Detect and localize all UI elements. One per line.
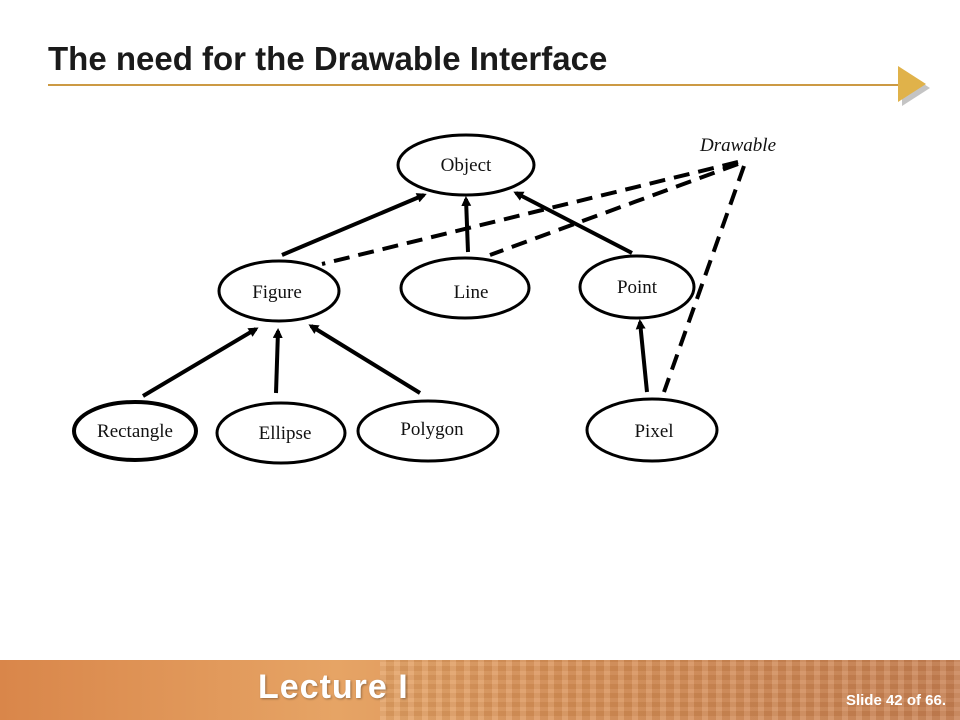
drawable-edge-figure bbox=[321, 160, 739, 266]
edge-ellipse-figure bbox=[272, 328, 283, 394]
edge-point-object bbox=[513, 191, 633, 255]
drawable-edge-line bbox=[489, 162, 739, 257]
node-polygon-label: Polygon bbox=[400, 419, 464, 440]
drawable-interface-label: Drawable bbox=[699, 135, 776, 156]
node-rectangle-label: Rectangle bbox=[97, 421, 173, 442]
node-line[interactable]: Line bbox=[399, 256, 531, 320]
node-ellipse-label: Ellipse bbox=[259, 423, 312, 444]
edge-figure-object bbox=[281, 193, 427, 257]
drawable-edge-pixel bbox=[662, 165, 746, 393]
node-figure-label: Figure bbox=[252, 282, 302, 303]
node-rectangle[interactable]: Rectangle bbox=[72, 400, 198, 462]
node-pixel-label: Pixel bbox=[634, 421, 673, 442]
inheritance-edges bbox=[141, 191, 649, 398]
title-divider bbox=[48, 84, 910, 86]
node-ellipse[interactable]: Ellipse bbox=[215, 401, 347, 465]
node-line-label: Line bbox=[454, 282, 489, 303]
node-pixel[interactable]: Pixel bbox=[585, 397, 719, 463]
edge-polygon-figure bbox=[308, 324, 422, 395]
drawable-interface-edges bbox=[321, 160, 746, 393]
node-figure[interactable]: Figure bbox=[217, 259, 341, 323]
node-polygon[interactable]: Polygon bbox=[356, 399, 500, 463]
edge-pixel-point bbox=[635, 319, 649, 393]
node-object[interactable]: Object bbox=[396, 133, 536, 197]
node-point[interactable]: Point bbox=[578, 254, 696, 320]
footer-texture bbox=[380, 660, 960, 720]
slide-title: The need for the Drawable Interface bbox=[48, 40, 608, 77]
lecture-label: Lecture I bbox=[258, 668, 409, 706]
node-point-label: Point bbox=[617, 277, 658, 298]
node-object-label: Object bbox=[441, 155, 492, 176]
edge-line-object bbox=[461, 196, 472, 253]
edge-rectangle-figure bbox=[141, 327, 259, 398]
slide-counter: Slide 42 of 66. bbox=[845, 692, 946, 709]
next-arrow-icon[interactable] bbox=[896, 66, 934, 106]
slide-footer: Lecture I Slide 42 of 66. bbox=[0, 660, 960, 720]
